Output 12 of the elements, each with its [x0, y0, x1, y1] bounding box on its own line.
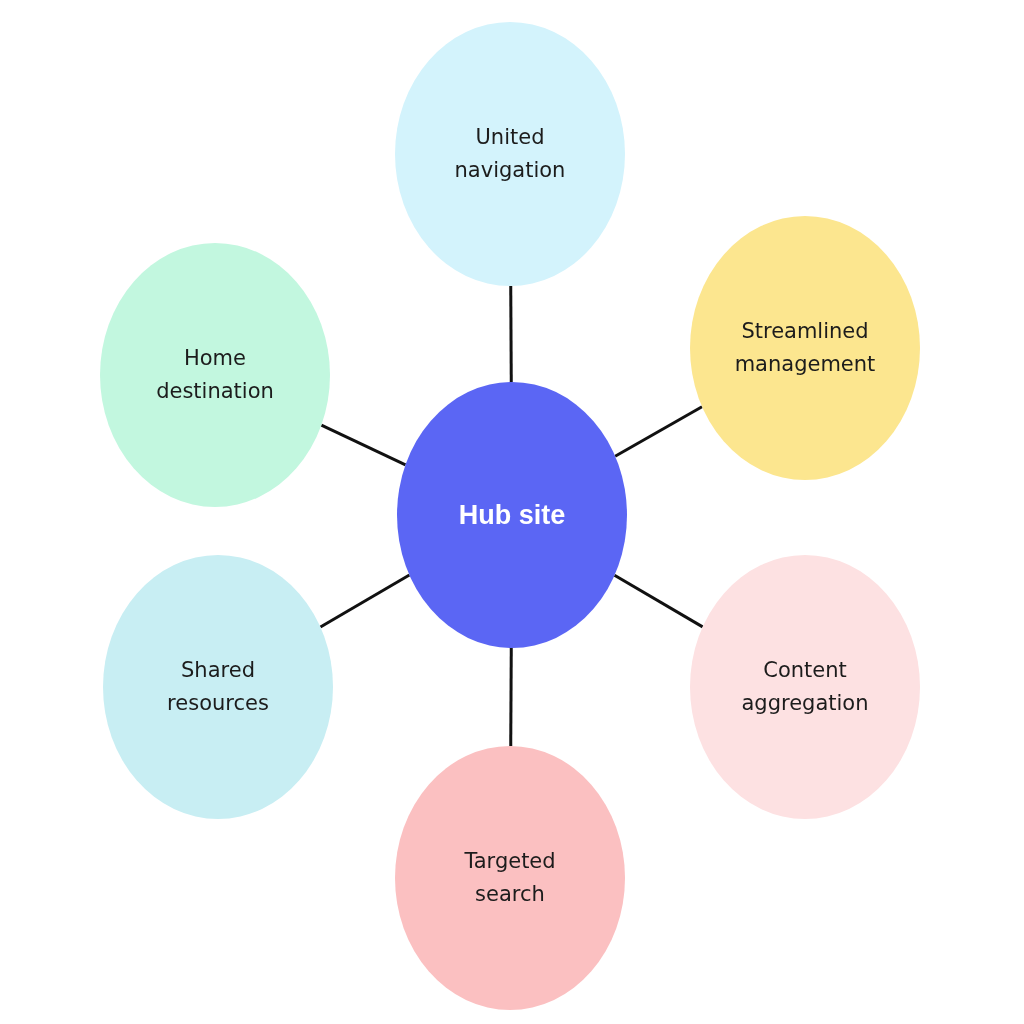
- connector-line: [614, 405, 703, 458]
- topic-label: Content aggregation: [740, 657, 870, 717]
- connector-line: [509, 648, 513, 746]
- topic-label: Targeted search: [463, 848, 557, 908]
- hub-title: Hub site: [458, 498, 566, 532]
- connector-line: [319, 573, 411, 629]
- topic-label: Home destination: [155, 345, 275, 405]
- connector-line: [320, 423, 407, 467]
- connector-line: [509, 286, 513, 382]
- topic-label: Shared resources: [166, 657, 270, 717]
- topic-label: Streamlined management: [733, 318, 877, 378]
- topic-label: United navigation: [453, 124, 567, 184]
